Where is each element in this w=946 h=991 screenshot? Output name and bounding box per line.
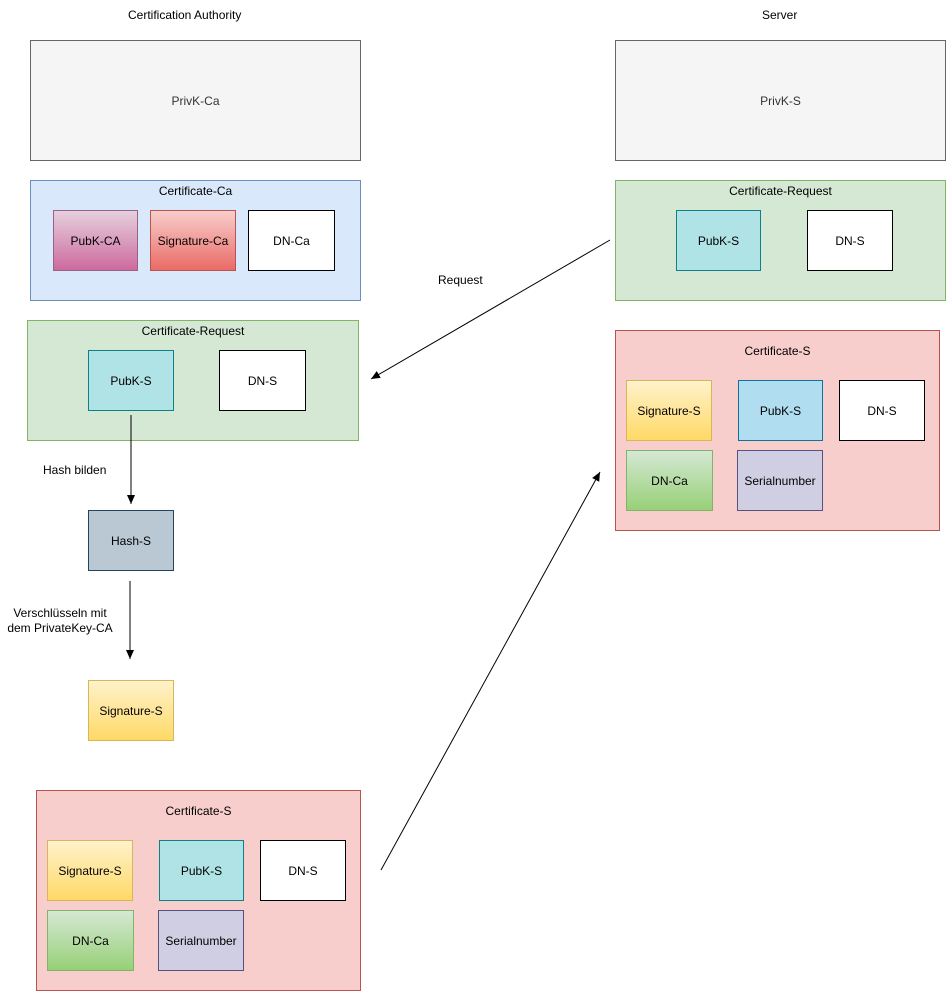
server-request-pubk-box: PubK-S xyxy=(676,210,761,271)
server-certificate-s-title: Certificate-S xyxy=(744,344,811,358)
ca-signature-box: Signature-Ca xyxy=(150,210,236,271)
server-request-pubk-label: PubK-S xyxy=(697,233,740,248)
ca-cert-s-pubk-label: PubK-S xyxy=(180,863,223,878)
ca-cert-s-dn-box: DN-S xyxy=(260,840,346,901)
server-request-dn-box: DN-S xyxy=(807,210,893,271)
server-cert-s-serial-label: Serialnumber xyxy=(744,473,816,488)
hash-s-box: Hash-S xyxy=(88,510,174,571)
server-cert-s-signature-label: Signature-S xyxy=(637,403,701,418)
ca-cert-s-dnca-box: DN-Ca xyxy=(47,910,134,971)
hash-step-label: Hash bilden xyxy=(43,463,107,477)
server-cert-s-serial-box: Serialnumber xyxy=(737,450,823,511)
server-private-key-label: PrivK-S xyxy=(760,93,801,108)
request-edge-label: Request xyxy=(438,273,483,287)
issue-certificate-arrow xyxy=(380,471,601,871)
encrypt-step-label-line1: Verschlüsseln mit xyxy=(13,606,107,620)
ca-public-key-box: PubK-CA xyxy=(53,210,138,271)
ca-dn-label: DN-Ca xyxy=(273,233,310,248)
ca-cert-s-pubk-box: PubK-S xyxy=(159,840,244,901)
server-cert-s-dn-box: DN-S xyxy=(839,380,925,441)
server-request-title: Certificate-Request xyxy=(729,184,832,198)
ca-request-pubk-box: PubK-S xyxy=(88,350,174,411)
ca-signature-label: Signature-Ca xyxy=(157,233,229,248)
ca-request-dn-label: DN-S xyxy=(247,373,278,388)
server-cert-s-dnca-box: DN-Ca xyxy=(626,450,713,511)
ca-request-dn-box: DN-S xyxy=(219,350,306,411)
signature-s-box: Signature-S xyxy=(88,680,174,741)
ca-private-key-box: PrivK-Ca xyxy=(30,40,361,161)
server-cert-s-pubk-label: PubK-S xyxy=(759,403,802,418)
hash-s-label: Hash-S xyxy=(110,533,151,548)
ca-column-header: Certification Authority xyxy=(128,8,242,22)
encrypt-step-label-line2: dem PrivateKey-CA xyxy=(7,621,113,635)
server-cert-s-signature-box: Signature-S xyxy=(626,380,712,441)
encrypt-step-label: Verschlüsseln mit dem PrivateKey-CA xyxy=(0,606,120,636)
ca-cert-s-dnca-label: DN-Ca xyxy=(72,933,109,948)
ca-cert-s-serial-label: Serialnumber xyxy=(165,933,237,948)
server-cert-s-dnca-label: DN-Ca xyxy=(651,473,688,488)
ca-public-key-label: PubK-CA xyxy=(70,233,121,248)
ca-request-pubk-label: PubK-S xyxy=(110,373,152,388)
ca-request-title: Certificate-Request xyxy=(141,324,245,338)
server-cert-s-dn-label: DN-S xyxy=(867,403,897,418)
signature-s-label: Signature-S xyxy=(99,703,163,718)
server-cert-s-pubk-box: PubK-S xyxy=(738,380,823,441)
ca-certificate-title: Certificate-Ca xyxy=(158,184,233,198)
server-private-key-box: PrivK-S xyxy=(615,40,946,161)
server-request-dn-label: DN-S xyxy=(835,233,865,248)
request-arrow xyxy=(370,239,611,380)
ca-certificate-s-title: Certificate-S xyxy=(165,804,232,818)
ca-cert-s-serial-box: Serialnumber xyxy=(158,910,244,971)
ca-private-key-label: PrivK-Ca xyxy=(171,93,220,108)
ca-cert-s-signature-box: Signature-S xyxy=(47,840,133,901)
ca-dn-box: DN-Ca xyxy=(248,210,335,271)
ca-cert-s-signature-label: Signature-S xyxy=(58,863,122,878)
ca-cert-s-dn-label: DN-S xyxy=(288,863,318,878)
server-column-header: Server xyxy=(762,8,798,22)
